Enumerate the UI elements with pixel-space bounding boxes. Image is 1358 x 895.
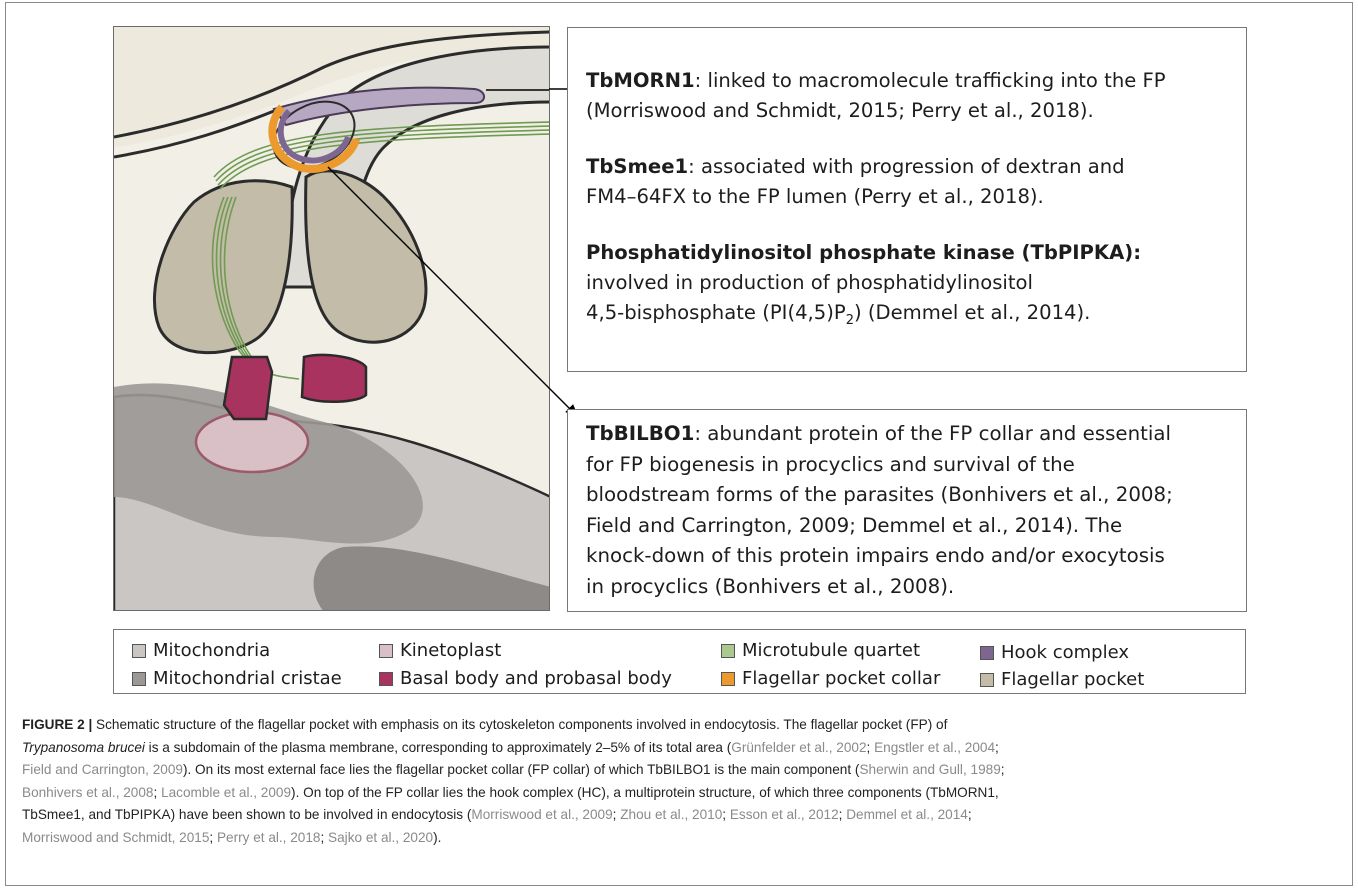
tbpipka-name: Phosphatidylinositol phosphate kinase (T… [586,241,1133,264]
tbsmee1-text1: : associated with progression of dextran… [688,155,1124,178]
legend-item-microtubule: Microtubule quartet [721,640,920,661]
legend-label: Mitochondria [153,640,270,661]
tbmorn1-entry: TbMORN1: linked to macromolecule traffic… [586,66,1228,126]
tbbilbo1-text4: Field and Carrington, 2009; Demmel et al… [586,514,1122,537]
caption-sep: ; [722,807,730,822]
legend-swatch [132,672,146,686]
caption-reference[interactable]: Morriswood et al., 2009 [471,807,612,822]
caption-reference[interactable]: Zhou et al., 2010 [620,807,722,822]
caption-reference[interactable]: Esson et al., 2012 [730,807,839,822]
caption-text: ). On top of the FP collar lies the hook… [291,785,999,800]
tbsmee1-name: TbSmee1 [586,155,688,178]
tbbilbo1-name: TbBILBO1 [586,422,694,445]
caption-reference[interactable]: Sajko et al., 2020 [328,830,433,845]
tbmorn1-text2: (Morriswood and Schmidt, 2015; Perry et … [586,99,1094,122]
legend-swatch [132,644,146,658]
caption-sep: ; [209,830,217,845]
legend-swatch [721,644,735,658]
caption-text: is a subdomain of the plasma membrane, c… [145,740,731,755]
caption-sep: ; [867,740,875,755]
caption-text: Schematic structure of the flagellar poc… [92,717,947,732]
legend-label: Microtubule quartet [742,640,920,661]
annotation-box-bilbo1: TbBILBO1: abundant protein of the FP col… [567,409,1247,612]
legend: Mitochondria Mitochondrial cristae Kinet… [113,629,1246,694]
caption-reference[interactable]: Sherwin and Gull, 1989 [859,762,1000,777]
tbbilbo1-text5: knock-down of this protein impairs endo … [586,544,1165,567]
caption-sep: ; [968,807,972,822]
caption-reference[interactable]: Field and Carrington, 2009 [22,762,183,777]
tbpipka-text2: involved in production of phosphatidylin… [586,271,1033,294]
caption-text: TbSmee1, and TbPIPKA) have been shown to… [22,807,471,822]
tbmorn1-text1: : linked to macromolecule trafficking in… [695,69,1166,92]
legend-label: Mitochondrial cristae [153,668,342,689]
tbbilbo1-text6: in procyclics (Bonhivers et al., 2008). [586,575,954,598]
tbpipka-text3b: ) (Demmel et al., 2014). [854,301,1090,324]
tbmorn1-name: TbMORN1 [586,69,695,92]
caption-sep: ; [995,740,999,755]
tbpipka-entry: Phosphatidylinositol phosphate kinase (T… [586,238,1228,336]
tbbilbo1-text1: : abundant protein of the FP collar and … [694,422,1171,445]
legend-swatch [379,672,393,686]
tbbilbo1-text2: for FP biogenesis in procyclics and surv… [586,453,1075,476]
annotation-box-hook-proteins: TbMORN1: linked to macromolecule traffic… [567,27,1247,372]
tbbilbo1-entry: TbBILBO1: abundant protein of the FP col… [586,419,1228,602]
legend-swatch [721,672,735,686]
legend-item-flagellar-pocket: Flagellar pocket [980,669,1144,690]
legend-item-fp-collar: Flagellar pocket collar [721,668,940,689]
caption-species: Trypanosoma brucei [22,740,145,755]
caption-text: ). [433,830,441,845]
legend-swatch [980,673,994,687]
legend-item-basal-body: Basal body and probasal body [379,668,672,689]
caption-reference[interactable]: Demmel et al., 2014 [846,807,968,822]
legend-item-kinetoplast: Kinetoplast [379,640,501,661]
tbpipka-text3a: 4,5-bisphosphate (PI(4,5)P [586,301,846,324]
caption-reference[interactable]: Morriswood and Schmidt, 2015 [22,830,209,845]
caption-sep: ; [154,785,162,800]
legend-swatch [980,646,994,660]
legend-label: Flagellar pocket collar [742,668,940,689]
caption-label: FIGURE 2 | [22,717,92,732]
tbbilbo1-text3: bloodstream forms of the parasites (Bonh… [586,483,1173,506]
legend-swatch [379,644,393,658]
legend-item-mitochondria: Mitochondria [132,640,270,661]
tbpipka-subscript: 2 [846,313,854,328]
legend-label: Basal body and probasal body [400,668,672,689]
legend-item-cristae: Mitochondrial cristae [132,668,342,689]
legend-label: Kinetoplast [400,640,501,661]
caption-reference[interactable]: Perry et al., 2018 [217,830,321,845]
caption-reference[interactable]: Engstler et al., 2004 [874,740,995,755]
caption-reference[interactable]: Grünfelder et al., 2002 [731,740,866,755]
caption-sep: ; [320,830,328,845]
tbsmee1-entry: TbSmee1: associated with progression of … [586,152,1228,212]
caption-reference[interactable]: Lacomble et al., 2009 [161,785,291,800]
legend-item-hook-complex: Hook complex [980,642,1129,663]
legend-label: Hook complex [1001,642,1129,663]
legend-label: Flagellar pocket [1001,669,1144,690]
figure-caption: FIGURE 2 | Schematic structure of the fl… [22,714,1340,849]
tbsmee1-text2: FM4–64FX to the FP lumen (Perry et al., … [586,185,1044,208]
tbpipka-colon: : [1133,241,1141,264]
caption-text: ). On its most external face lies the fl… [183,762,859,777]
caption-reference[interactable]: Bonhivers et al., 2008 [22,785,154,800]
caption-sep: ; [1001,762,1005,777]
